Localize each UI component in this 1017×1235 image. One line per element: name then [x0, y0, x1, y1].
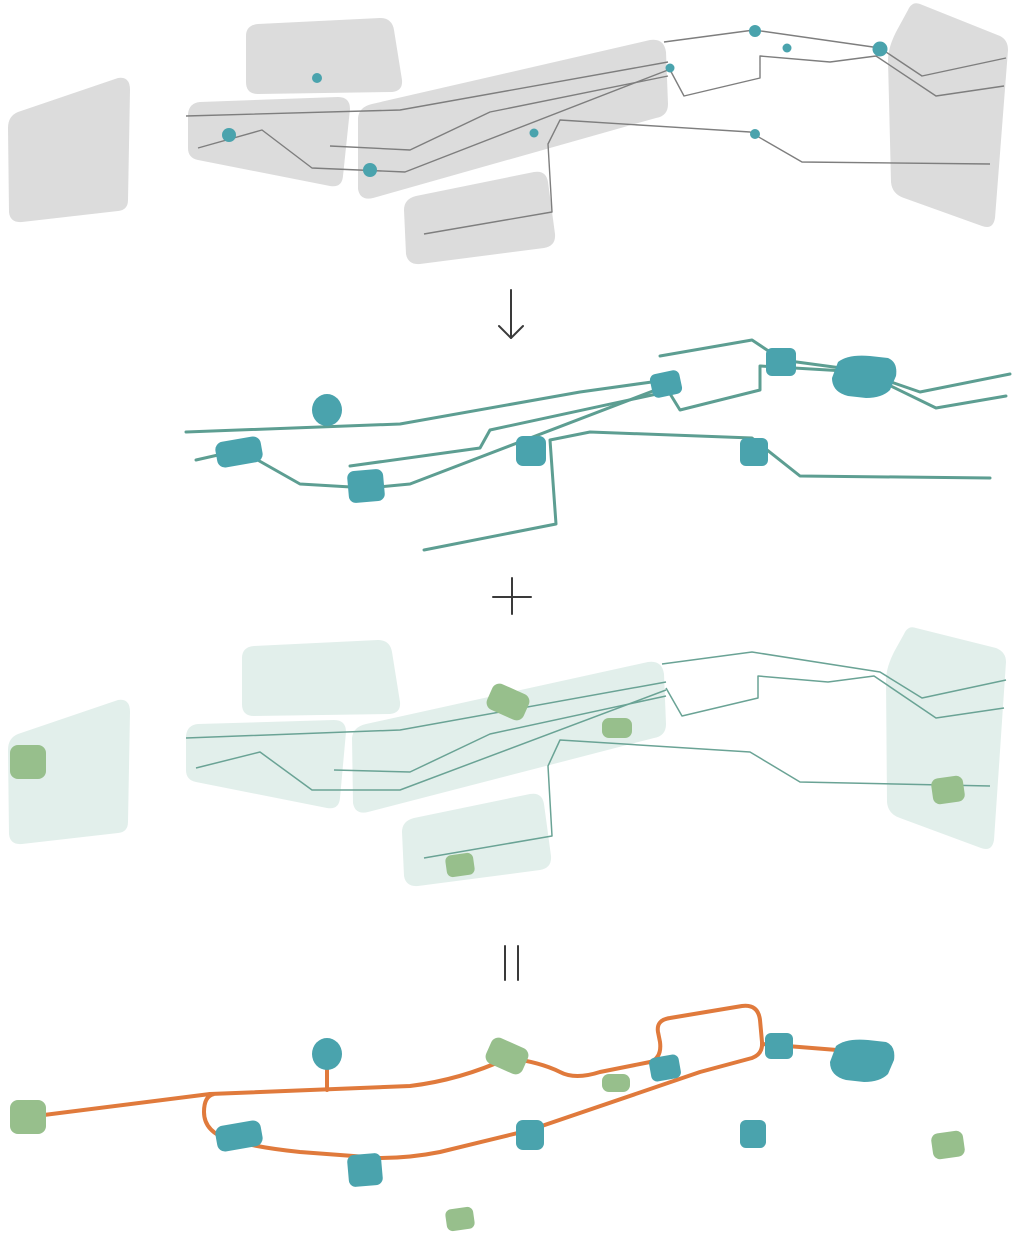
- panel-4-green-nodes: [10, 1037, 965, 1232]
- zone-central: [358, 39, 668, 199]
- station-block: [649, 1054, 681, 1082]
- station-block: [832, 355, 897, 398]
- green-node: [10, 1100, 46, 1134]
- station-dot: [529, 128, 539, 138]
- station-block: [830, 1039, 895, 1082]
- line-f: [665, 675, 1005, 719]
- station-block: [215, 1120, 263, 1152]
- down-arrow-icon: [498, 289, 524, 339]
- station-block: [740, 1120, 766, 1148]
- line-d: [423, 739, 991, 859]
- panel-4-teal-nodes: [215, 1033, 895, 1187]
- station-dot: [782, 43, 792, 53]
- panel-2-stations: [215, 348, 897, 503]
- green-node: [445, 852, 475, 878]
- orange-spur: [26, 1092, 212, 1119]
- line-e: [661, 651, 1007, 699]
- zone-central: [352, 661, 666, 813]
- station-block: [765, 1033, 793, 1059]
- line-b: [195, 689, 667, 791]
- station-block: [740, 438, 768, 466]
- green-node: [486, 683, 530, 721]
- zone-south: [402, 793, 552, 887]
- panel-3-lines: [185, 651, 1007, 859]
- line-c: [333, 695, 667, 773]
- panel-3-nodes: [10, 683, 965, 878]
- line-c: [329, 75, 669, 151]
- zone-north: [246, 18, 403, 94]
- line-f: [667, 55, 1005, 97]
- zone-mid-left: [188, 97, 350, 187]
- network-line-b: [194, 384, 668, 490]
- green-node: [931, 775, 965, 805]
- zone-east: [888, 3, 1008, 227]
- panel-1-stations: [222, 25, 888, 177]
- station-dot: [872, 41, 888, 57]
- station-block: [516, 436, 546, 466]
- green-node: [931, 1130, 965, 1160]
- green-node: [485, 1037, 529, 1075]
- panel-3-zones: [8, 627, 1006, 887]
- network-line-c: [348, 390, 668, 468]
- panel-4-route: [26, 1003, 864, 1160]
- station-block: [516, 1120, 544, 1150]
- equals-icon: [504, 945, 519, 981]
- network-line-a: [184, 378, 668, 434]
- zone-east: [886, 627, 1006, 849]
- station-block: [347, 469, 385, 503]
- line-a: [185, 61, 669, 117]
- panel-4: [10, 1003, 965, 1232]
- green-node: [10, 745, 46, 779]
- network-line-d: [422, 430, 992, 552]
- orange-loop: [202, 1003, 765, 1160]
- line-a: [185, 681, 667, 739]
- green-node: [445, 1206, 475, 1232]
- station-dot: [363, 163, 377, 177]
- green-node: [602, 1074, 630, 1092]
- panel-1-zones: [8, 3, 1008, 265]
- panel-1: [8, 3, 1008, 265]
- station-dot: [665, 63, 675, 73]
- zone-south: [404, 171, 556, 265]
- network-line-e: [658, 338, 1012, 394]
- station-block: [649, 370, 683, 398]
- green-node: [602, 718, 632, 738]
- station-dot: [222, 128, 236, 142]
- line-b: [197, 69, 669, 173]
- panel-3: [8, 627, 1007, 887]
- zone-north: [242, 640, 401, 716]
- network-line-f: [662, 364, 1008, 412]
- station-block: [347, 1153, 383, 1187]
- station-dot: [749, 25, 761, 37]
- station-block: [215, 436, 263, 468]
- station-dot: [750, 129, 760, 139]
- zone-west: [8, 699, 130, 845]
- station-dot: [312, 73, 322, 83]
- station-block: [312, 394, 342, 426]
- plus-icon: [492, 577, 532, 615]
- line-d: [423, 119, 991, 235]
- station-block: [766, 348, 796, 376]
- station-block: [312, 1038, 342, 1070]
- panel-2: [184, 338, 1012, 552]
- zone-west: [8, 77, 130, 223]
